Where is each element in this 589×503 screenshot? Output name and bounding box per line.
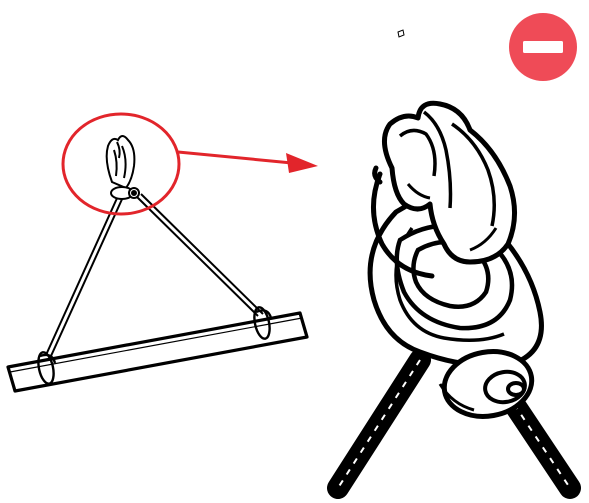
stray-mark — [398, 30, 404, 37]
closeup-scene — [338, 30, 570, 488]
shackle-small — [111, 187, 139, 199]
rope-left — [338, 360, 420, 488]
zoom-arrow — [178, 152, 318, 173]
sling-left-leg — [46, 196, 123, 356]
sling-right-leg — [136, 194, 263, 316]
rope-right — [514, 404, 570, 488]
overview-scene — [8, 114, 318, 391]
hook-small — [107, 136, 135, 188]
prohibited-icon — [509, 13, 577, 81]
